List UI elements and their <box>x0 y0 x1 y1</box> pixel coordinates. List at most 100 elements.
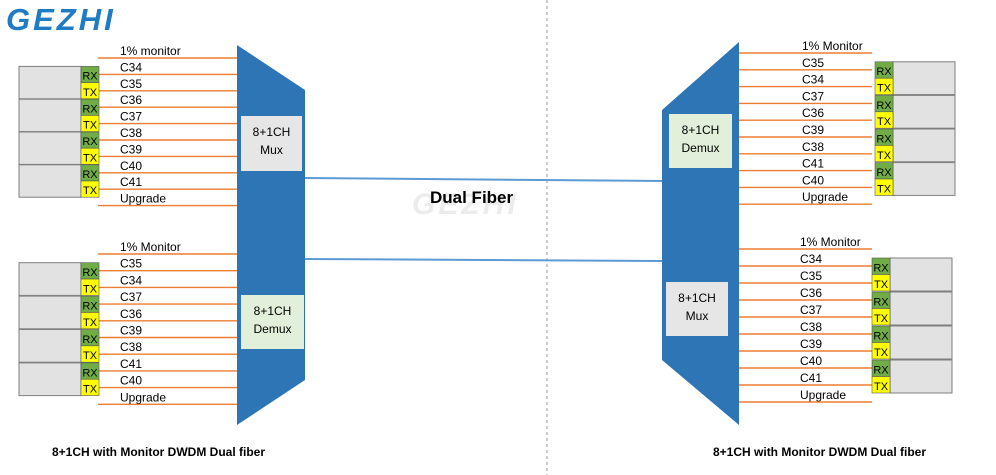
fiber-link-top <box>304 177 663 182</box>
right-bottom-channel-label: C41 <box>800 371 822 385</box>
right-demux-box-line2: Demux <box>681 141 719 155</box>
transceiver-module <box>18 164 82 198</box>
left-bottom-channel-label: C38 <box>120 340 142 354</box>
tx-port-label: TX <box>83 350 98 362</box>
dual-fiber-label: Dual Fiber <box>430 188 514 207</box>
tx-port-label: TX <box>83 384 98 396</box>
right-top-channel-label: C36 <box>802 106 824 120</box>
tx-port-label: TX <box>83 87 98 99</box>
left-bottom-channel-label: C36 <box>120 307 142 321</box>
right-bottom-channel-label: C34 <box>800 252 822 266</box>
transceiver-module <box>18 98 82 133</box>
left-top-channel-label: C35 <box>120 77 142 91</box>
rx-port-label: RX <box>873 297 889 309</box>
right-top-channel-label: C40 <box>802 173 824 187</box>
left-top-channel-label: C41 <box>120 175 142 189</box>
left-mux-box-line2: Mux <box>260 143 283 157</box>
rx-port-label: RX <box>876 167 892 179</box>
right-top-channel-label: C39 <box>802 123 824 137</box>
right-bottom-channel-label: C37 <box>800 303 822 317</box>
tx-port-label: TX <box>83 317 98 329</box>
right-top-channel-label: C38 <box>802 140 824 154</box>
left-caption: 8+1CH with Monitor DWDM Dual fiber <box>52 445 265 459</box>
tx-port-label: TX <box>83 185 98 197</box>
left-mux-box-line1: 8+1CH <box>253 125 291 139</box>
fiber-link-bottom <box>304 258 663 262</box>
tx-port <box>80 378 100 396</box>
tx-port-label: TX <box>877 83 892 95</box>
left-bottom-channel-label: C34 <box>120 273 142 287</box>
tx-port-label: TX <box>83 283 98 295</box>
transceiver-module <box>18 362 82 397</box>
tx-port <box>874 178 894 196</box>
logo: GEZHI <box>6 2 116 37</box>
transceiver-module <box>892 128 956 163</box>
left-top-channel-label: Upgrade <box>120 192 166 206</box>
rx-port-label: RX <box>82 367 98 379</box>
tx-port <box>80 312 100 330</box>
transceiver-module <box>889 359 953 394</box>
left-bottom-channel-label: 1% Monitor <box>120 240 181 254</box>
right-bottom-channel-label: Upgrade <box>800 388 846 402</box>
left-top-channel-label: C38 <box>120 126 142 140</box>
tx-port <box>80 278 100 296</box>
left-mux-demux-body <box>237 45 305 425</box>
right-bottom-channel-label: C40 <box>800 354 822 368</box>
left-top-channel-label: C39 <box>120 142 142 156</box>
tx-port-label: TX <box>874 381 889 393</box>
right-bottom-channel-label: 1% Monitor <box>800 235 861 249</box>
tx-port <box>871 274 891 292</box>
tx-port <box>80 147 100 165</box>
rx-port-label: RX <box>82 267 98 279</box>
right-caption: 8+1CH with Monitor DWDM Dual fiber <box>713 445 926 459</box>
transceiver-module <box>18 329 82 363</box>
rx-port-label: RX <box>876 100 892 112</box>
left-bottom-channel-label: C40 <box>120 374 142 388</box>
tx-port <box>871 342 891 360</box>
rx-port-label: RX <box>82 136 98 148</box>
rx-port-label: RX <box>82 334 98 346</box>
rx-port-label: RX <box>876 133 892 145</box>
tx-port <box>874 145 894 163</box>
right-bottom-channel-label: C35 <box>800 269 822 283</box>
right-bottom-channel-label: C36 <box>800 286 822 300</box>
tx-port <box>871 376 891 394</box>
left-top-channel-label: C37 <box>120 110 142 124</box>
tx-port <box>874 111 894 129</box>
left-demux-box-line2: Demux <box>253 322 291 336</box>
tx-port <box>80 180 100 198</box>
right-top-channel-label: 1% Monitor <box>802 39 863 53</box>
transceiver-module <box>18 131 82 165</box>
rx-port-label: RX <box>82 300 98 312</box>
rx-port-label: RX <box>873 263 889 275</box>
tx-port-label: TX <box>83 152 98 164</box>
right-bottom-channel-label: C39 <box>800 337 822 351</box>
transceiver-module <box>892 162 956 196</box>
rx-port-label: RX <box>82 169 98 181</box>
left-top-channel-label: C36 <box>120 93 142 107</box>
right-mux-box-line1: 8+1CH <box>678 291 716 305</box>
left-top-channel-label: C40 <box>120 159 142 173</box>
transceiver-module <box>18 65 82 100</box>
rx-port-label: RX <box>873 365 889 377</box>
tx-port <box>874 77 894 95</box>
tx-port <box>80 115 100 132</box>
tx-port-label: TX <box>83 120 98 132</box>
transceiver-module <box>892 61 956 96</box>
tx-port-label: TX <box>874 347 889 359</box>
rx-port-label: RX <box>82 103 98 115</box>
left-bottom-channel-label: Upgrade <box>120 390 166 404</box>
left-mux-box <box>241 116 302 171</box>
right-top-channel-label: C37 <box>802 89 824 103</box>
left-top-channel-label: 1% monitor <box>120 44 181 58</box>
right-mux-box-line2: Mux <box>686 309 709 323</box>
left-demux-box <box>241 295 304 349</box>
transceiver-module <box>892 94 956 129</box>
right-top-channel-label: Upgrade <box>802 190 848 204</box>
right-mux-demux-body <box>662 42 739 425</box>
transceiver-module <box>889 291 953 326</box>
rx-port-label: RX <box>873 331 889 343</box>
tx-port-label: TX <box>877 183 892 195</box>
left-bottom-channel-label: C41 <box>120 357 142 371</box>
